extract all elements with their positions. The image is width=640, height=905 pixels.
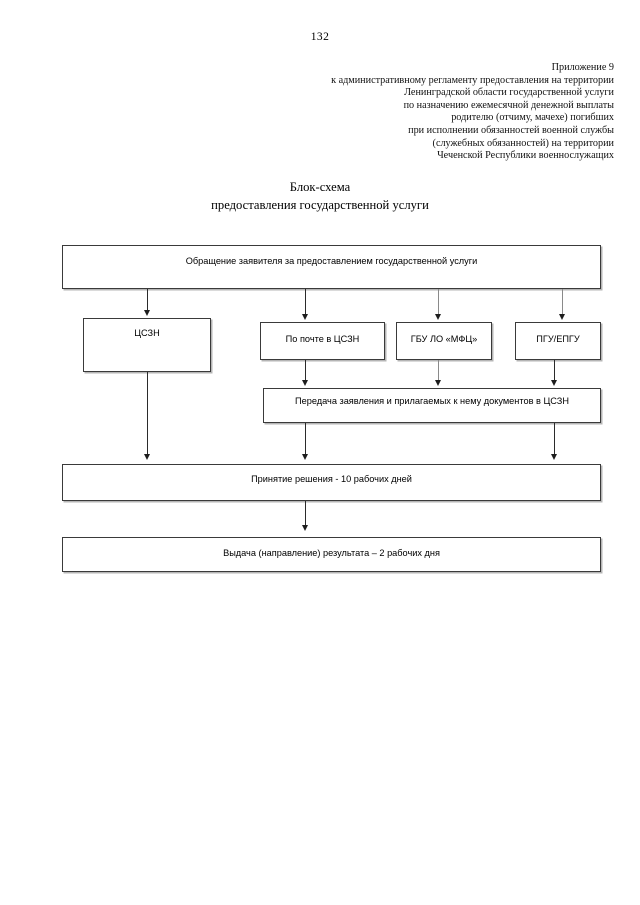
reference-line-6: при исполнении обязанностей военной служ…: [408, 124, 614, 136]
flow-node-mfc: ГБУ ЛО «МФЦ»: [396, 322, 492, 360]
arrowhead-mfc-to-transfer: [434, 380, 441, 386]
arrowhead-transfer-to-decision-left: [301, 454, 308, 460]
reference-line-5: родителю (отчиму, мачехе) погибших: [451, 112, 614, 124]
connector-mfc-to-transfer: [438, 360, 439, 382]
reference-line-3: Ленинградской области государственной ус…: [404, 87, 614, 99]
flow-node-mail: По почте в ЦСЗН: [260, 322, 385, 360]
arrowhead-transfer-to-decision-right: [550, 454, 557, 460]
flow-node-result-label: Выдача (направление) результата – 2 рабо…: [223, 548, 440, 558]
connector-czsn-to-decision: [147, 372, 148, 456]
flow-node-czsn-label: ЦСЗН: [134, 328, 160, 338]
arrowhead-request-to-pgu: [558, 314, 565, 320]
flow-node-decision: Принятие решения - 10 рабочих дней: [62, 464, 601, 501]
page-title-line-1: Блок-схема: [289, 180, 351, 194]
arrowhead-decision-to-result: [301, 525, 308, 531]
arrowhead-czsn-to-decision: [143, 454, 150, 460]
arrowhead-request-to-mail: [301, 314, 308, 320]
page-title: Блок-схема предоставления государственно…: [0, 178, 640, 214]
reference-line-8: Чеченской Республики военнослужащих: [437, 150, 614, 162]
connector-decision-to-result: [305, 501, 306, 527]
reference-line-7: (служебных обязанностей) на территории: [432, 137, 614, 149]
connector-transfer-to-decision-left: [305, 423, 306, 456]
connector-request-to-pgu: [562, 289, 563, 316]
connector-pgu-to-transfer: [554, 360, 555, 382]
connector-mail-to-transfer: [305, 360, 306, 382]
flow-node-transfer: Передача заявления и прилагаемых к нему …: [263, 388, 601, 423]
reference-line-1: Приложение 9: [551, 62, 614, 73]
flow-node-result: Выдача (направление) результата – 2 рабо…: [62, 537, 601, 572]
page-number: 132: [310, 31, 330, 43]
page-title-line-2: предоставления государственной услуги: [211, 198, 429, 212]
reference-line-2: к административному регламенту предостав…: [331, 74, 614, 86]
reference-line-4: по назначению ежемесячной денежной выпла…: [403, 99, 614, 111]
arrowhead-request-to-czsn: [143, 310, 150, 316]
connector-request-to-mfc: [438, 289, 439, 316]
flow-node-czsn: ЦСЗН: [83, 318, 211, 372]
flow-node-transfer-label: Передача заявления и прилагаемых к нему …: [295, 396, 569, 406]
arrowhead-request-to-mfc: [434, 314, 441, 320]
reference-block: Приложение 9 к административному регламе…: [250, 62, 614, 163]
flow-node-request: Обращение заявителя за предоставлением г…: [62, 245, 601, 289]
flow-node-mail-label: По почте в ЦСЗН: [285, 334, 360, 344]
arrowhead-pgu-to-transfer: [550, 380, 557, 386]
connector-transfer-to-decision-right: [554, 423, 555, 456]
connector-request-to-czsn: [147, 289, 148, 312]
arrowhead-mail-to-transfer: [301, 380, 308, 386]
flow-node-decision-label: Принятие решения - 10 рабочих дней: [251, 474, 412, 484]
flow-node-mfc-label: ГБУ ЛО «МФЦ»: [410, 334, 478, 344]
flow-node-pgu: ПГУ/ЕПГУ: [515, 322, 601, 360]
flow-node-request-label: Обращение заявителя за предоставлением г…: [185, 256, 478, 266]
flow-node-pgu-label: ПГУ/ЕПГУ: [536, 334, 580, 344]
connector-request-to-mail: [305, 289, 306, 316]
